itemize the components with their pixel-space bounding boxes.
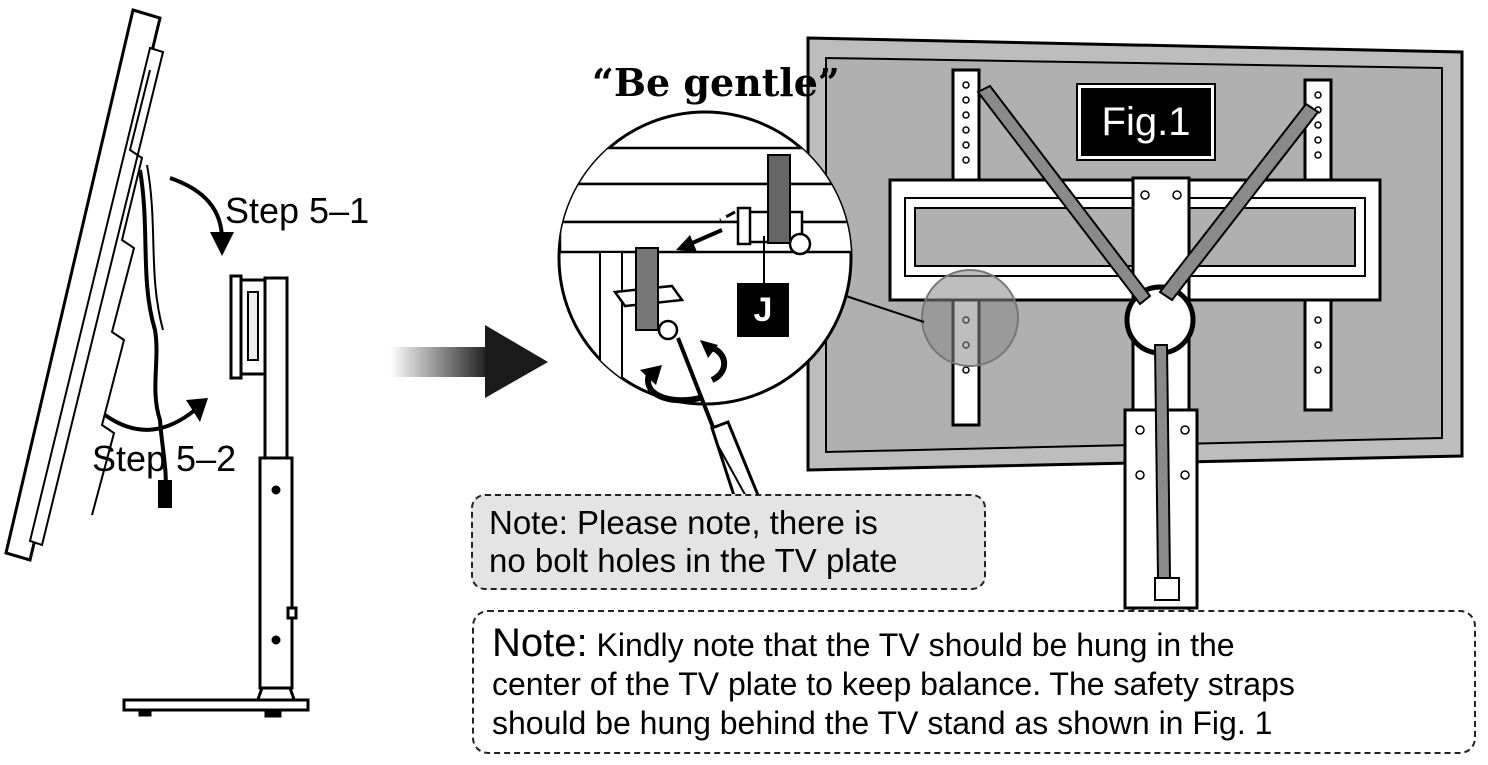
note1-line1: Note: Please note, there is [489,504,878,541]
note2-lead: Note: [492,621,588,665]
callout-line [845,295,925,323]
note2-line3: should be hung behind the TV stand as sh… [492,705,1273,741]
note-no-bolt-holes: Note: Please note, there is no bolt hole… [471,494,986,590]
be-gentle-caption: “Be gentle” [592,60,840,105]
step-5-2-label: Step 5–2 [92,438,237,479]
figure-label: Fig.1 [1076,83,1216,161]
note2-line1: Note: Kindly note that the TV should be … [492,621,1456,665]
note2-line1-text: Kindly note that the TV should be hung i… [587,627,1235,663]
safety-straps-fig1 [976,84,1320,601]
note-hang-center: Note: Kindly note that the TV should be … [472,610,1476,754]
rotate-arrows-icon [640,340,728,404]
transition-arrow [390,325,548,398]
step-arrows [103,176,234,432]
tv-side-view [4,8,165,562]
note2-line2: center of the TV plate to keep balance. … [492,666,1295,702]
stand-side-view [122,274,310,718]
highlight-circle [921,269,1019,367]
magnified-detail [557,110,853,406]
part-j-label: J [737,283,789,337]
plate-holes [962,81,1322,480]
safety-strap [138,164,172,508]
note1-line2: no bolt holes in the TV plate [489,542,898,579]
step-5-1-label: Step 5–1 [225,190,370,231]
